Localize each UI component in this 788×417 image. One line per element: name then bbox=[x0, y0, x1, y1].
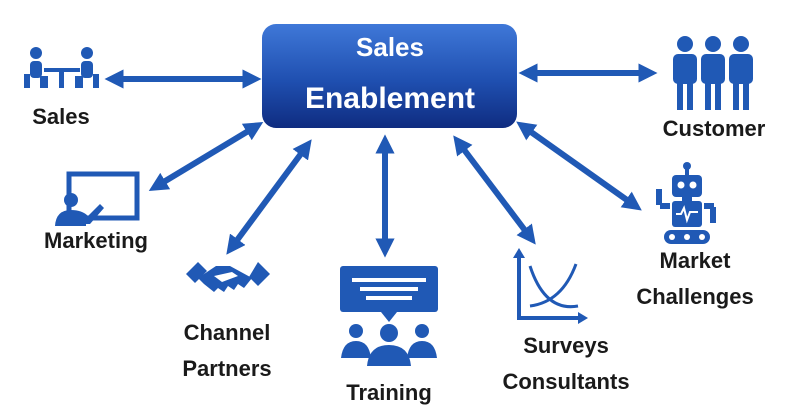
arrow-surveys bbox=[453, 135, 536, 245]
center-box: Sales Enablement bbox=[262, 24, 517, 128]
market-challenges-label-line2: Challenges bbox=[636, 284, 753, 309]
arrow-channel-partners bbox=[226, 139, 312, 255]
center-title-line1: Sales bbox=[356, 32, 424, 62]
sales-label: Sales bbox=[32, 104, 90, 129]
channel-partners-label-line1: Channel bbox=[184, 320, 271, 345]
market-challenges-label-line1: Market bbox=[660, 248, 732, 273]
handshake-icon bbox=[186, 262, 270, 292]
connector-arrows bbox=[104, 63, 658, 258]
marketing-label: Marketing bbox=[44, 228, 148, 253]
robot-icon bbox=[656, 162, 716, 244]
arrow-marketing bbox=[148, 122, 264, 191]
channel-partners-label-line2: Partners bbox=[182, 356, 271, 381]
presentation-icon bbox=[55, 171, 140, 226]
training-label: Training bbox=[346, 380, 432, 405]
survey-chart-icon bbox=[513, 248, 588, 324]
surveys-consultants-label-line2: Consultants bbox=[502, 369, 629, 394]
surveys-consultants-label-line1: Surveys bbox=[523, 333, 609, 358]
arrow-market-challenges bbox=[516, 121, 642, 211]
meeting-icon bbox=[24, 47, 99, 88]
training-icon bbox=[340, 266, 438, 366]
center-title-line2: Enablement bbox=[305, 82, 475, 115]
customer-group-icon bbox=[673, 36, 753, 110]
customer-label: Customer bbox=[663, 116, 766, 141]
